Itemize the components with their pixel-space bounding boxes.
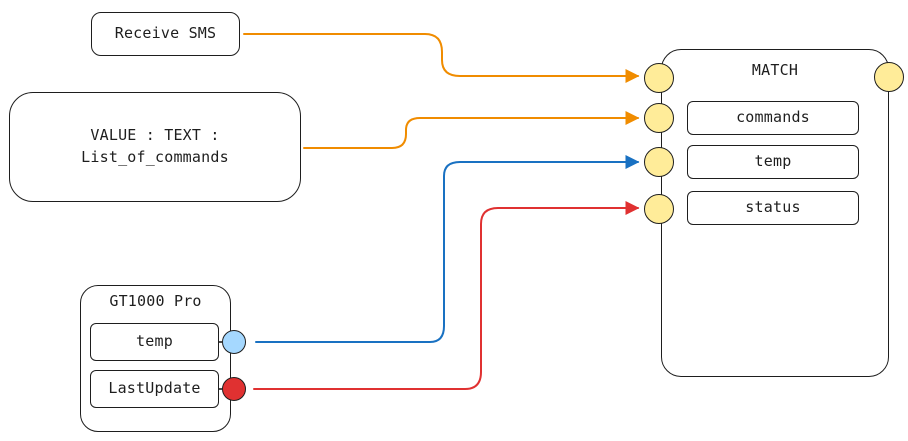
node-gt1000-pro[interactable] <box>80 285 231 432</box>
match-field-status[interactable] <box>687 191 859 225</box>
gt1000-field-lastupdate-label: LastUpdate <box>108 379 201 398</box>
node-gt1000-title: GT1000 Pro <box>109 292 202 311</box>
gt1000-temp-port[interactable] <box>222 330 246 354</box>
node-value-text-label: VALUE : TEXT : List_of_commands <box>81 126 229 166</box>
match-field-commands[interactable] <box>687 101 859 135</box>
match-status-port[interactable] <box>644 194 674 224</box>
edge-receive-sms-to-match[interactable] <box>243 33 640 83</box>
match-field-temp[interactable] <box>687 145 859 179</box>
match-field-temp-label: temp <box>754 152 792 171</box>
match-field-commands-label: commands <box>736 108 810 127</box>
match-field-status-label: status <box>745 198 801 217</box>
node-receive-sms-label: Receive SMS <box>114 24 217 43</box>
edge-gt-lastupdate-to-status[interactable] <box>253 201 640 390</box>
match-trigger-port[interactable] <box>644 63 674 93</box>
match-temp-port[interactable] <box>644 147 674 177</box>
node-receive-sms[interactable] <box>91 12 240 56</box>
match-commands-port[interactable] <box>644 103 674 133</box>
match-output-port[interactable] <box>874 62 904 92</box>
edge-value-text-to-commands[interactable] <box>303 111 640 149</box>
gt1000-lastupdate-port[interactable] <box>222 377 246 401</box>
edge-gt-temp-to-match-temp[interactable] <box>255 155 640 343</box>
gt1000-field-temp-label: temp <box>136 332 173 351</box>
node-match-title: MATCH <box>751 61 799 80</box>
gt1000-field-temp[interactable] <box>90 323 219 361</box>
gt1000-field-lastupdate[interactable] <box>90 370 219 408</box>
node-value-text[interactable] <box>9 92 301 202</box>
